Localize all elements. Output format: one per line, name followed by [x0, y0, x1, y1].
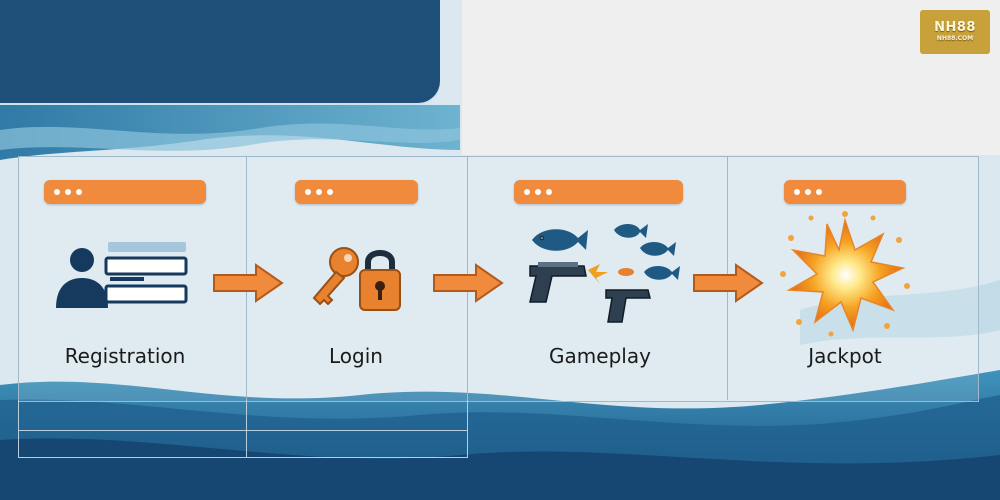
logo-subtext: NH88.COM: [936, 35, 974, 42]
right-arrow-icon: [213, 263, 284, 303]
step-label-jackpot: Jackpot: [808, 344, 882, 368]
user-form-icon: [56, 242, 188, 308]
right-arrow-icon: [693, 263, 764, 303]
key-lock-icon: [312, 247, 401, 311]
right-arrow-icon: [433, 263, 504, 303]
step-4-window-bar: [784, 180, 906, 204]
step-1-window-bar: [44, 180, 206, 204]
step-2-window-bar: [295, 180, 418, 204]
explosion-icon: [780, 211, 910, 337]
step-label-gameplay: Gameplay: [549, 344, 651, 368]
fish-shooting-icon: [529, 224, 680, 323]
step-label-registration: Registration: [64, 344, 186, 368]
header-light-panel: [462, 0, 1000, 155]
lower-grid: [18, 400, 468, 458]
logo-text: NH88: [934, 20, 976, 35]
step-label-login: Login: [329, 344, 383, 368]
brand-logo[interactable]: NH88 NH88.COM: [920, 10, 990, 54]
step-3-window-bar: [514, 180, 683, 204]
header-dark-panel: [0, 0, 440, 103]
